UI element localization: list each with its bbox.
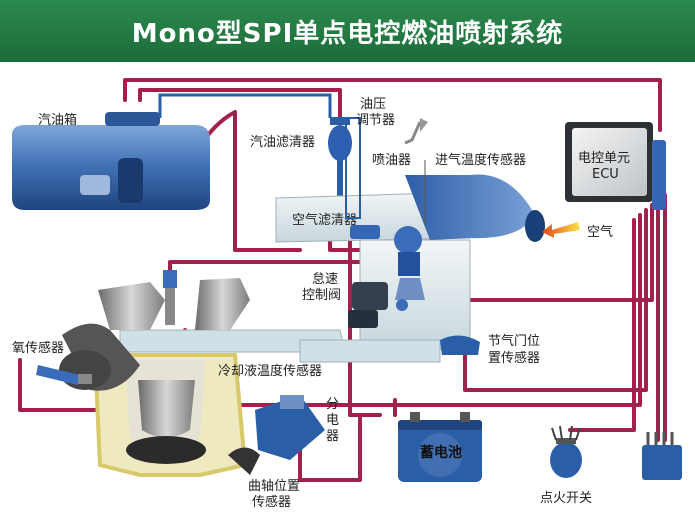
label-distributor-line2: 电 xyxy=(326,413,339,428)
fuel-tank xyxy=(12,112,210,210)
battery xyxy=(398,412,482,482)
throttle-housing xyxy=(119,174,545,363)
ecu-unit xyxy=(565,122,666,210)
title-banner: Mono型SPI单点电控燃油喷射系统 xyxy=(0,0,695,62)
pressure-regulator xyxy=(345,117,380,239)
ecu-connector xyxy=(642,432,682,480)
label-fuel-tank: 汽油箱 xyxy=(38,112,77,128)
label-distributor-line3: 器 xyxy=(326,429,339,444)
label-idle-valve-line2: 控制阀 xyxy=(302,288,341,303)
label-throttle-sensor-line2: 置传感器 xyxy=(488,350,540,366)
air-arrow xyxy=(542,222,580,238)
label-air: 空气 xyxy=(587,224,613,240)
label-intake-temp-sensor: 进气温度传感器 xyxy=(435,152,526,168)
label-air-filter: 空气滤清器 xyxy=(292,212,357,228)
fuel-injector xyxy=(394,118,428,300)
label-crank-sensor-line2: 传感器 xyxy=(252,494,291,510)
label-ignition-switch: 点火开关 xyxy=(540,491,592,506)
page-title: Mono型SPI单点电控燃油喷射系统 xyxy=(131,18,564,49)
label-regulator-line1: 油压 xyxy=(360,97,386,112)
label-battery: 蓄电池 xyxy=(420,444,462,461)
idle-control-valve xyxy=(348,282,408,328)
label-throttle-sensor-line1: 节气门位 xyxy=(488,333,540,349)
label-crank-sensor-line1: 曲轴位置 xyxy=(248,479,300,494)
ignition-switch xyxy=(550,425,582,478)
oxygen-sensor xyxy=(36,365,92,385)
label-distributor-line1: 分 xyxy=(326,397,339,412)
label-idle-valve-line1: 怠速 xyxy=(312,271,338,287)
distributor xyxy=(228,395,325,475)
engine-block xyxy=(59,278,250,477)
label-ecu-line2: ECU xyxy=(592,167,619,182)
fuel-line xyxy=(158,93,332,118)
label-injector: 喷油器 xyxy=(372,153,411,168)
throttle-position-sensor xyxy=(440,335,480,355)
label-ecu-line1: 电控单元 xyxy=(578,151,630,166)
label-regulator-line2: 调节器 xyxy=(356,113,395,128)
label-oxygen-sensor: 氧传感器 xyxy=(12,340,64,356)
fuel-filter xyxy=(328,117,352,200)
label-coolant-sensor: 冷却液温度传感器 xyxy=(218,363,322,379)
spark-plug xyxy=(163,270,177,325)
label-fuel-filter: 汽油滤清器 xyxy=(250,135,315,150)
